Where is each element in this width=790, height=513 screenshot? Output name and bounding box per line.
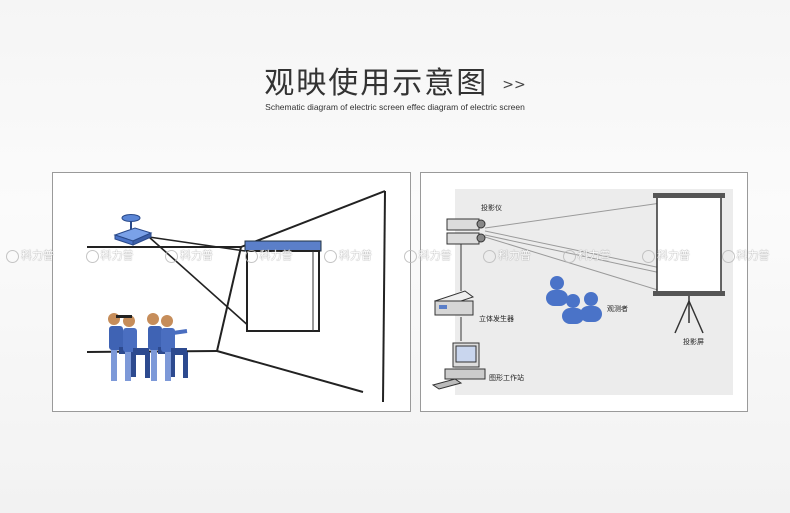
title-text: 观映使用示意图: [264, 66, 489, 101]
projector-stack: [446, 218, 486, 245]
stereo-system-schematic: 投影仪 立体发生器 观测者 投影屏 图形工作站: [420, 172, 748, 412]
audience: [108, 313, 188, 381]
screen-surface: [246, 250, 320, 332]
viewer-group: [546, 276, 602, 324]
label-projector: 投影仪: [481, 204, 502, 212]
chevron-icon: >>: [502, 76, 526, 93]
watermark-logo-text: 科力普: [21, 249, 54, 262]
label-workstation: 图形工作站: [489, 374, 524, 382]
wall-corner-line: [216, 246, 242, 352]
projection-screen: [244, 240, 322, 332]
ceiling-right-line: [240, 190, 386, 248]
label-viewers: 观测者: [607, 305, 628, 313]
page-subtitle: Schematic diagram of electric screen eff…: [265, 102, 525, 112]
screen-housing: [244, 240, 322, 252]
projector-mount: [121, 214, 141, 222]
page-title: 观映使用示意图 >>: [0, 58, 790, 102]
watermark-logo: 科力普: [6, 247, 54, 263]
room-projection-illustration: [52, 172, 411, 412]
label-screen: 投影屏: [683, 338, 704, 346]
floor-right-line: [216, 350, 364, 393]
viewer-3: [147, 313, 175, 381]
stereo-generator-box: [433, 290, 475, 316]
viewer-2: [116, 315, 150, 381]
right-wall-edge: [382, 190, 386, 403]
projection-beam: [148, 236, 252, 329]
schematic-scene: [431, 189, 733, 395]
room-scene: [86, 190, 386, 403]
ceiling-projector: [113, 214, 153, 246]
graphics-workstation: [431, 342, 486, 390]
watermark-logo-icon: [6, 249, 19, 263]
tripod-screen: [653, 193, 725, 334]
viewer-4: [161, 315, 188, 381]
label-stereo-generator: 立体发生器: [479, 315, 514, 323]
